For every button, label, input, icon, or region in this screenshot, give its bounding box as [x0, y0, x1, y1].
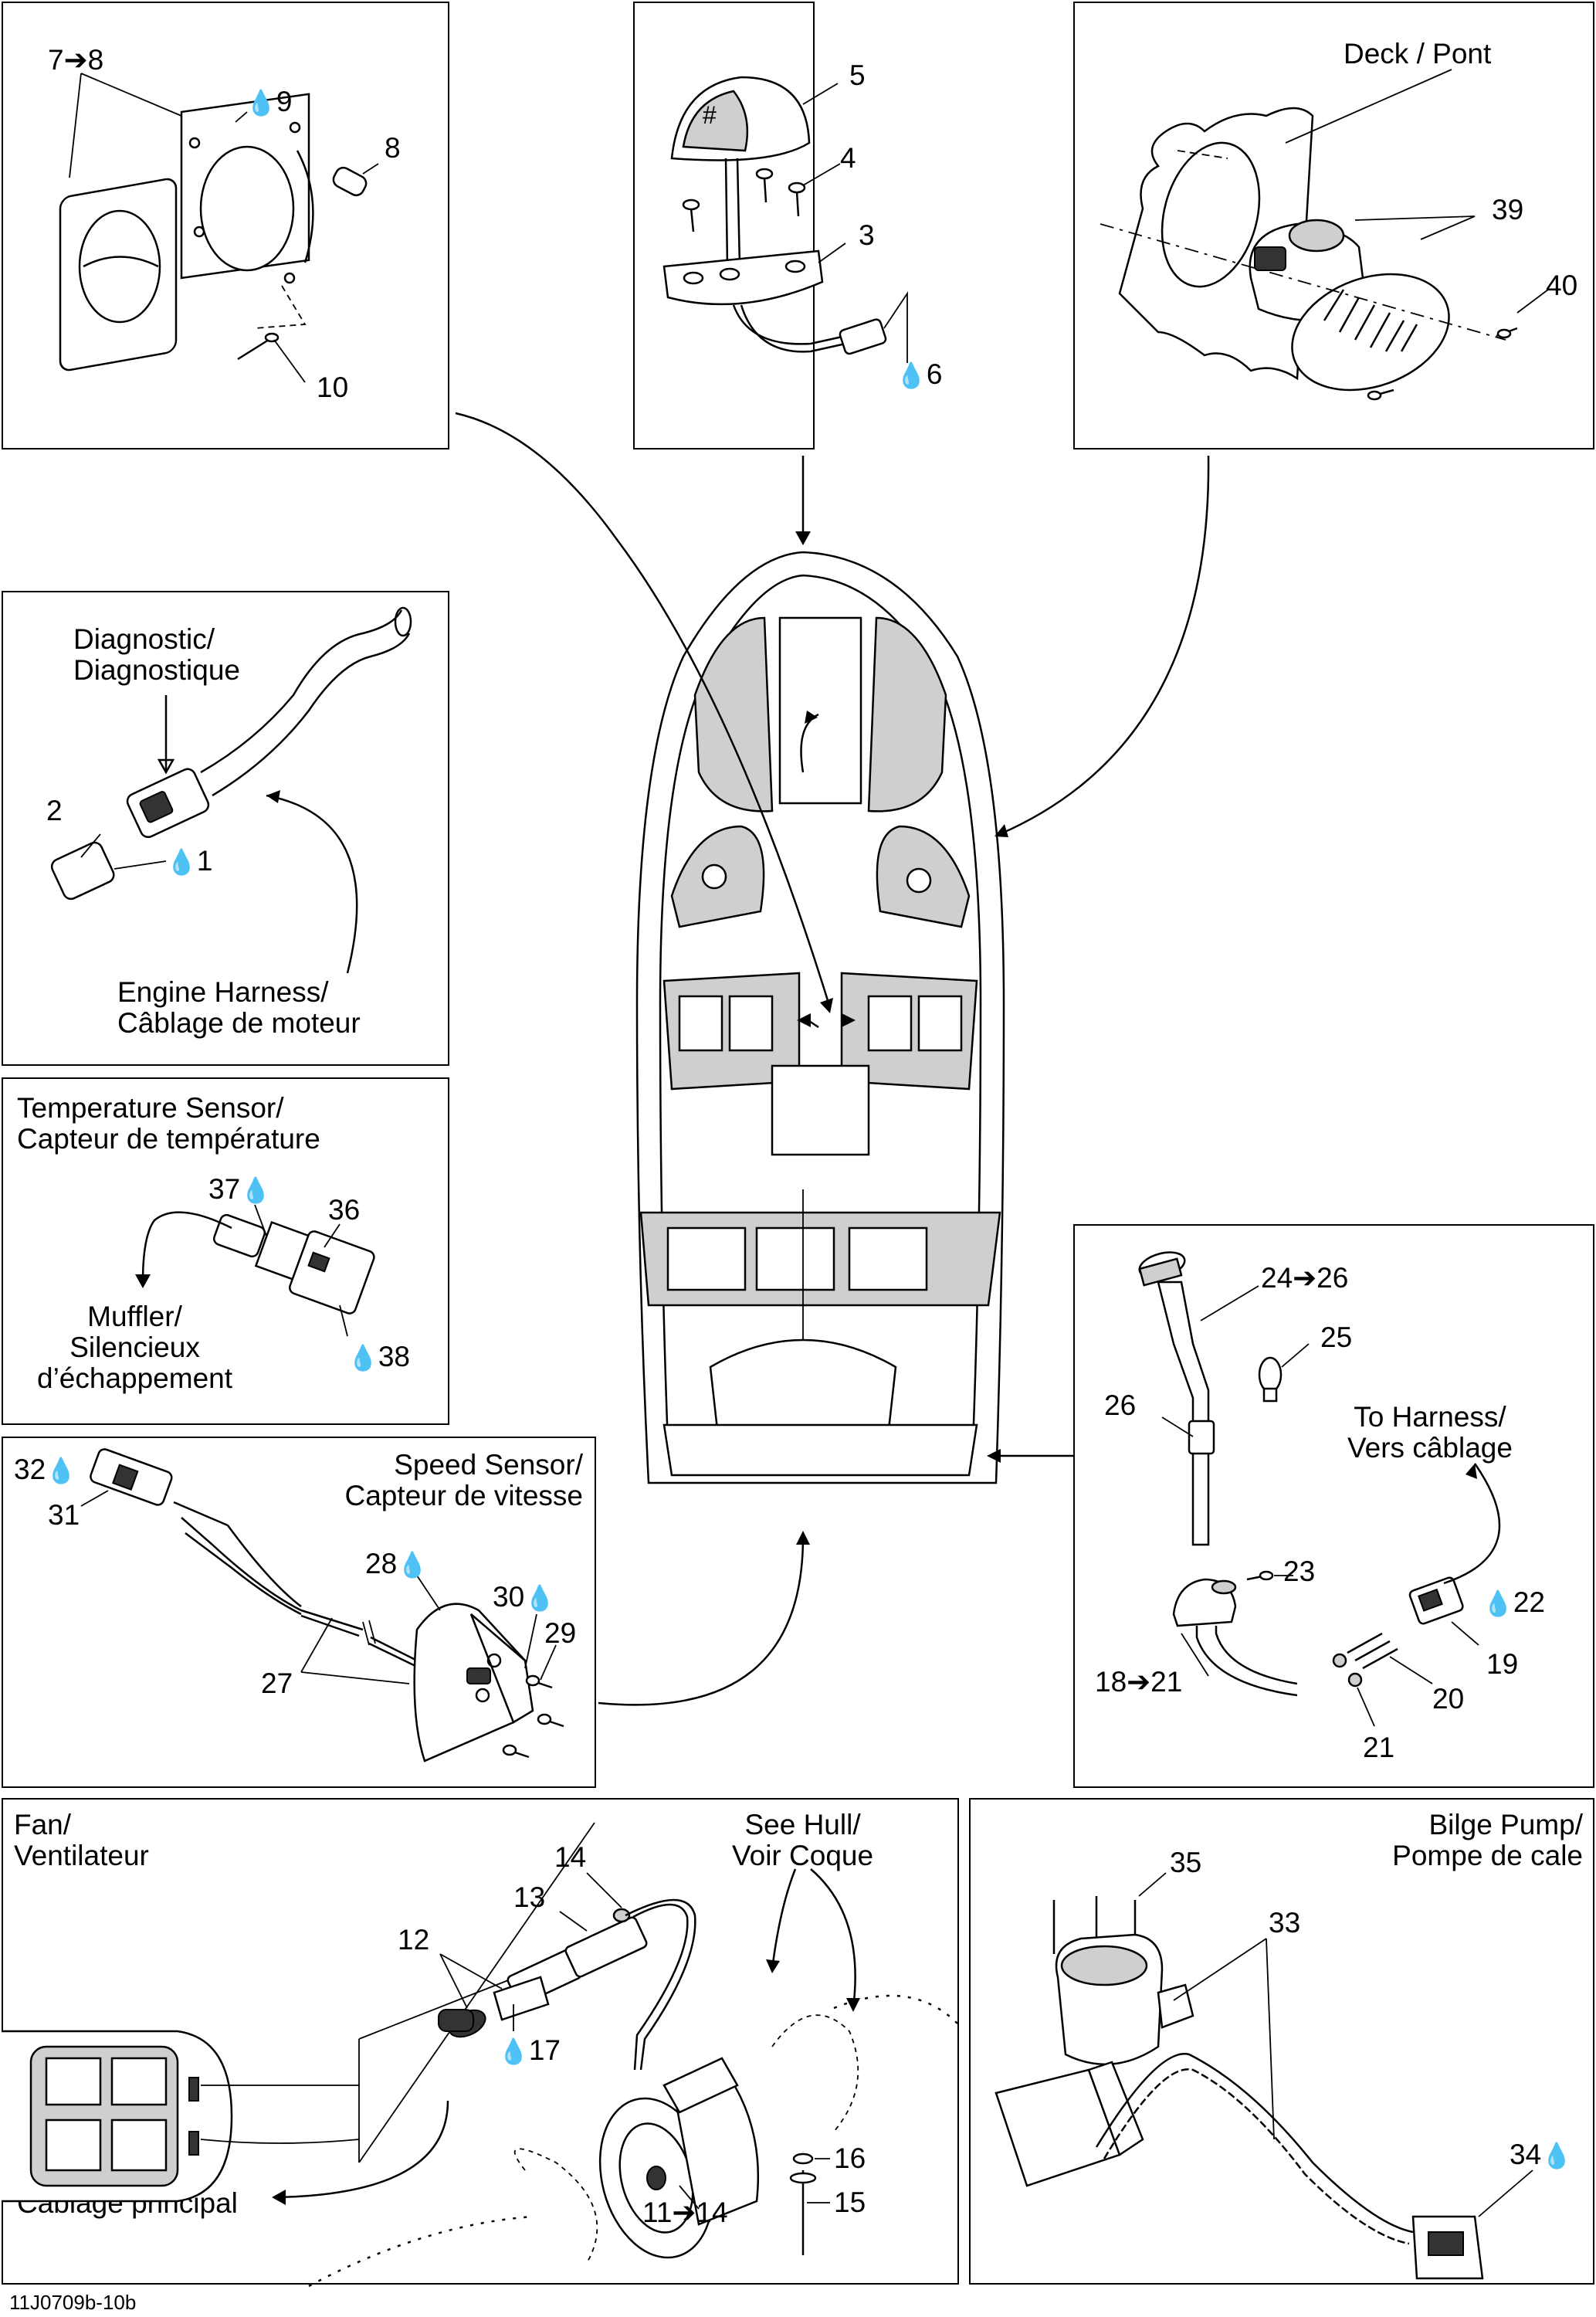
callout-horn-10: 10	[317, 371, 349, 403]
callout-speed-28: 28💧	[365, 1548, 428, 1579]
figure-code: 11J0709b-10b	[9, 2291, 137, 2314]
callout-speed-30: 30💧	[493, 1581, 555, 1613]
callout-fan-14: 14	[554, 1841, 587, 1873]
callout-light-4: 4	[840, 142, 856, 174]
sealant-drop-icon: 💧	[246, 89, 276, 117]
callout-temp-37: 37💧	[208, 1173, 271, 1205]
sealant-drop-icon: 💧	[498, 2037, 529, 2065]
callout-diag-2: 2	[46, 795, 63, 826]
see-hull-label: See Hull/ Voir Coque	[732, 1809, 874, 1871]
svg-text:#: #	[703, 101, 717, 129]
callout-fan-13: 13	[513, 1881, 546, 1913]
callout-bilge-33: 33	[1269, 1907, 1301, 1939]
callout-pole-25: 25	[1320, 1321, 1353, 1353]
callout-light-6: 💧6	[896, 358, 943, 390]
diagnostic-title: Diagnostic/ Diagnostique	[73, 623, 240, 686]
callout-fan-17: 💧17	[498, 2034, 561, 2066]
callout-fan-15: 15	[834, 2186, 866, 2218]
callout-light-5: 5	[849, 59, 866, 91]
deck-title: Deck / Pont	[1344, 38, 1492, 70]
panel-temperature	[2, 1077, 449, 1425]
callout-bilge-35: 35	[1170, 1847, 1202, 1878]
callout-speed-31: 31	[48, 1499, 80, 1531]
callout-light-3: 3	[859, 219, 875, 251]
callout-speed-32: 32💧	[14, 1454, 76, 1485]
callout-horn-7-8: 7➔8	[48, 44, 104, 76]
callout-fan-16: 16	[834, 2142, 866, 2174]
callout-fan-12: 12	[398, 1924, 430, 1956]
callout-fan-11-14: 11➔14	[642, 2197, 728, 2228]
callout-temp-36: 36	[328, 1194, 361, 1226]
callout-speed-27: 27	[261, 1667, 293, 1699]
sealant-drop-icon: 💧	[166, 848, 197, 876]
callout-diag-1: 💧1	[166, 845, 213, 877]
callout-pole-24-26: 24➔26	[1261, 1262, 1349, 1294]
sealant-drop-icon: 💧	[347, 1344, 378, 1372]
sealant-drop-icon: 💧	[397, 1551, 428, 1579]
callout-pole-26: 26	[1104, 1389, 1137, 1421]
callout-pole-22: 💧22	[1482, 1586, 1545, 1618]
fan-title: Fan/ Ventilateur	[14, 1809, 149, 1871]
panel-nav-light	[633, 2, 815, 449]
callout-deck-40: 40	[1546, 270, 1578, 301]
sealant-drop-icon: 💧	[896, 361, 927, 389]
callout-deck-39: 39	[1492, 194, 1524, 226]
panel-pole-light	[1073, 1224, 1594, 1788]
muffler-label: Muffler/ Silencieux d’échappement	[37, 1301, 233, 1394]
callout-pole-21: 21	[1363, 1732, 1395, 1763]
callout-bilge-34: 34💧	[1510, 2139, 1572, 2170]
callout-horn-9: 💧9	[246, 86, 293, 117]
engine-harness-label: Engine Harness/ Câblage de moteur	[117, 976, 361, 1039]
to-harness-label: To Harness/ Vers câblage	[1347, 1401, 1513, 1464]
sealant-drop-icon: 💧	[1482, 1589, 1513, 1617]
callout-pole-18-21: 18➔21	[1095, 1666, 1183, 1698]
sealant-drop-icon: 💧	[1541, 2142, 1572, 2169]
callout-temp-38: 💧38	[347, 1341, 410, 1372]
callout-horn-8: 8	[385, 132, 401, 164]
sealant-drop-icon: 💧	[46, 1457, 76, 1484]
speed-sensor-title: Speed Sensor/ Capteur de vitesse	[344, 1449, 583, 1511]
sealant-drop-icon: 💧	[524, 1584, 555, 1612]
callout-pole-20: 20	[1432, 1683, 1465, 1715]
callout-speed-29: 29	[544, 1617, 577, 1649]
panel-diagnostic	[2, 591, 449, 1066]
callout-pole-19: 19	[1486, 1648, 1519, 1680]
sealant-drop-icon: 💧	[240, 1176, 271, 1204]
bilge-pump-title: Bilge Pump/ Pompe de cale	[1392, 1809, 1583, 1871]
temperature-title: Temperature Sensor/ Capteur de températu…	[17, 1092, 320, 1155]
callout-pole-23: 23	[1283, 1555, 1316, 1587]
